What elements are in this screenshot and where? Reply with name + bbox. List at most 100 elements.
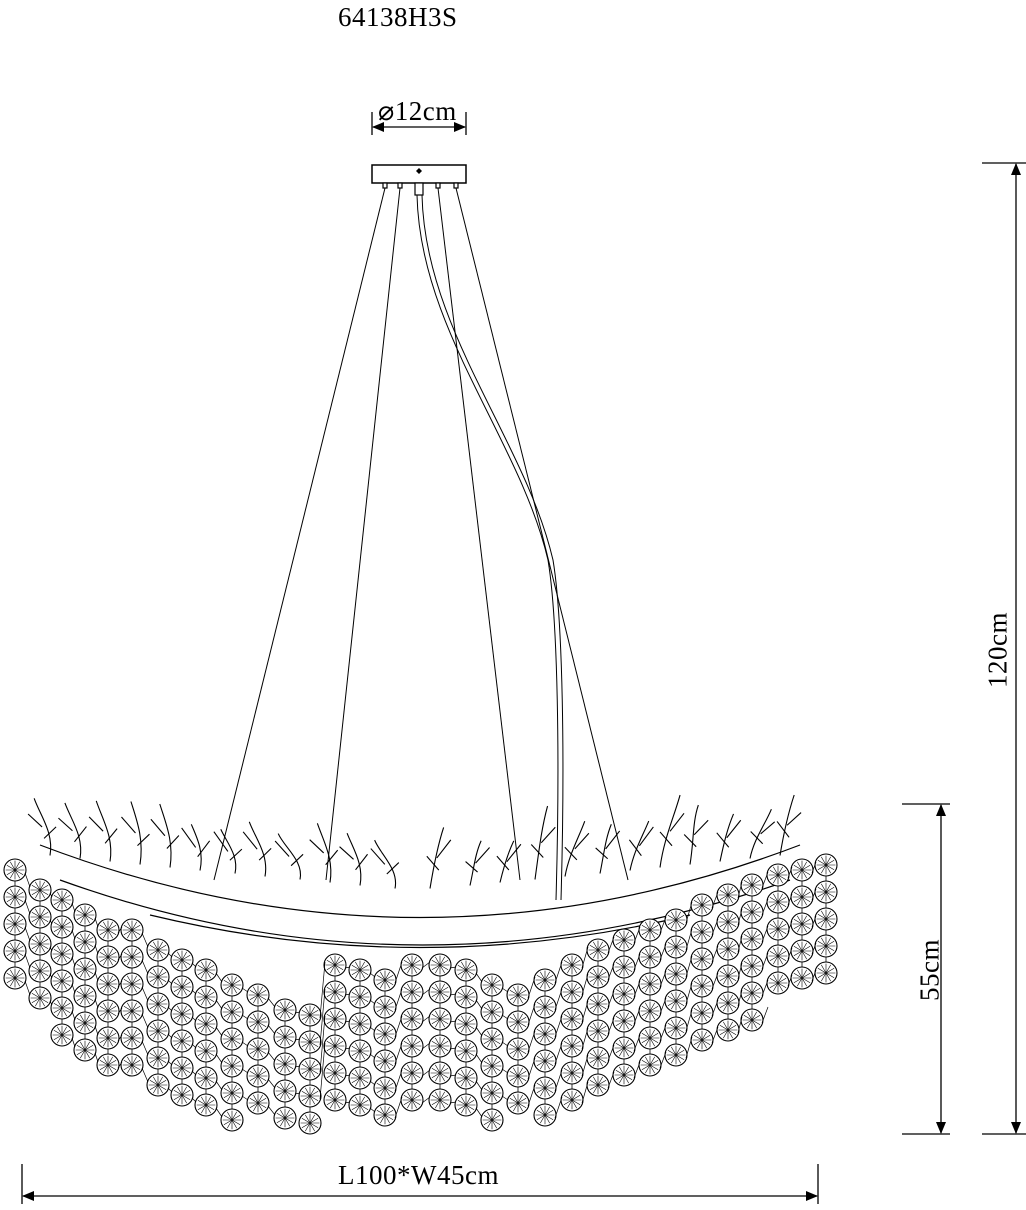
chandelier-frame [39,844,801,949]
crystal-disc-icon [50,969,74,993]
crystal-disc-icon [664,1016,688,1040]
crystal-disc-icon [664,1043,688,1067]
crystal-disc-icon [740,954,764,978]
crystal-disc-icon [586,1073,610,1097]
crystal-disc-icon [533,1022,557,1046]
crystal-disc-icon [96,945,120,969]
crystal-disc-icon [170,975,194,999]
crystal-disc-icon [220,1081,244,1105]
crystal-disc-icon [323,980,347,1004]
crystal-disc-icon [814,961,838,985]
crystal-disc-icon [454,1093,478,1117]
crystal-disc-icon [28,932,52,956]
length-width-label: L100*W45cm [338,1160,499,1190]
crystal-disc-icon [146,1046,170,1070]
crystal-disc-icon [454,958,478,982]
canopy-dimension-line [371,112,467,135]
crystal-disc-icon [638,1053,662,1077]
crystal-disc-icon [533,1049,557,1073]
crystal-disc-icon [73,1038,97,1062]
crystal-disc-icon [96,999,120,1023]
crystal-disc-icon [480,1081,504,1105]
crystal-disc-icon [690,1001,714,1025]
crystal-disc-icon [220,1000,244,1024]
crystal-disc-icon [170,948,194,972]
crystal-disc-icon [194,1039,218,1063]
crystal-disc-icon [298,1030,322,1054]
crystal-disc-icon [194,958,218,982]
crystal-disc-icon [170,1083,194,1107]
crystal-disc-icon [428,1034,452,1058]
crystal-disc-icon [28,905,52,929]
crystal-disc-icon [170,1029,194,1053]
crystal-disc-icon [50,915,74,939]
crystal-disc-icon [766,890,790,914]
crystal-disc-icon [664,989,688,1013]
crystal-disc-icon [740,900,764,924]
crystal-disc-icon [664,908,688,932]
crystal-disc-icon [690,920,714,944]
crystal-disc-icon [170,1056,194,1080]
crystal-disc-icon [790,939,814,963]
crystal-disc-icon [246,1064,270,1088]
crystal-disc-icon [323,1034,347,1058]
crystal-disc-icon [480,1108,504,1132]
crystal-disc-icon [373,995,397,1019]
crystal-disc-icon [96,1053,120,1077]
crystal-disc-icon [348,1066,372,1090]
crystal-disc-icon [506,1091,530,1115]
crystal-disc-icon [323,1007,347,1031]
crystal-disc-icon [506,983,530,1007]
crystal-disc-icon [146,1073,170,1097]
crystal-disc-icon [586,938,610,962]
crystal-disc-icon [612,1063,636,1087]
crystal-disc-icon [323,1061,347,1085]
crystal-disc-icon [170,1002,194,1026]
crystal-disc-icon [560,1088,584,1112]
crystal-disc-icon [73,930,97,954]
crystal-disc-icon [400,953,424,977]
crystal-disc-icon [348,1012,372,1036]
crystal-disc-icon [740,873,764,897]
crystal-disc-icon [766,971,790,995]
crystal-disc-icon [740,927,764,951]
crystal-disc-icon [454,1039,478,1063]
crystal-disc-icon [814,934,838,958]
crystal-disc-icon [273,1025,297,1049]
body-height-label: 55cm [914,939,945,1001]
crystal-disc-icon [194,1012,218,1036]
crystal-disc-icon [373,1103,397,1127]
crystal-disc-icon [533,968,557,992]
crystal-disc-icon [586,965,610,989]
crystal-disc-icon [298,1111,322,1135]
canopy-diameter-label: ⌀12cm [378,96,457,126]
crystal-disc-icon [246,1037,270,1061]
crystal-disc-icon [664,962,688,986]
crystal-disc-icon [348,1093,372,1117]
crystal-disc-icon [638,945,662,969]
crystal-disc-icon [323,953,347,977]
crystal-disc-icon [612,982,636,1006]
crystal-disc-icon [480,973,504,997]
crystal-disc-icon [298,1057,322,1081]
crystal-disc-icon [690,947,714,971]
crystal-disc-icon [766,944,790,968]
crystal-disc-icon [400,980,424,1004]
crystal-disc-icon [814,907,838,931]
crystal-cluster [3,853,838,1135]
crystal-disc-icon [3,885,27,909]
crystal-disc-icon [273,998,297,1022]
crystal-disc-icon [790,858,814,882]
crystal-disc-icon [120,999,144,1023]
crystal-disc-icon [73,903,97,927]
crystal-disc-icon [560,953,584,977]
crystal-disc-icon [690,1028,714,1052]
crystal-disc-icon [716,883,740,907]
crystal-disc-icon [638,972,662,996]
crystal-disc-icon [428,953,452,977]
crystal-disc-icon [480,1000,504,1024]
ceiling-canopy-icon [371,164,467,196]
crystal-disc-icon [716,937,740,961]
crystal-disc-icon [96,1026,120,1050]
crystal-disc-icon [3,858,27,882]
